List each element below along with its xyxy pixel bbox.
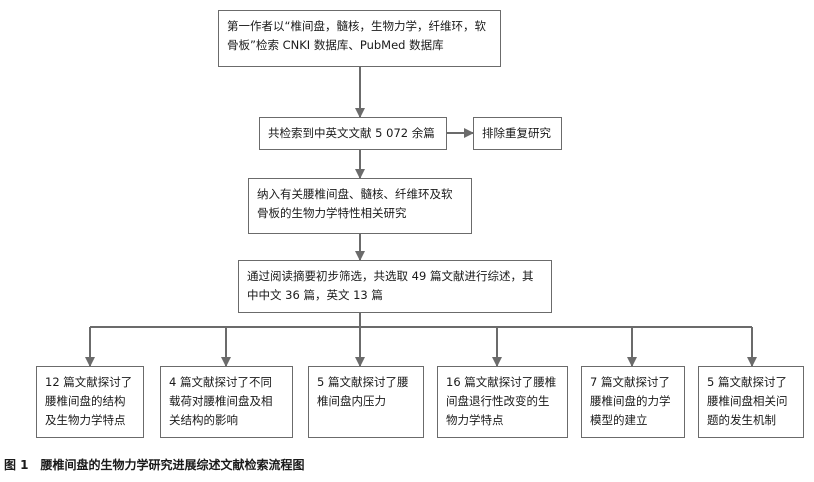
exclude-text: 排除重复研究 [482,126,551,140]
result-box-model: 7 篇文献探讨了 腰椎间盘的力学 模型的建立 [581,366,685,438]
result-text-2: 4 篇文献探讨了不同 载荷对腰椎间盘及相 关结构的影响 [169,375,273,427]
result-box-pressure: 5 篇文献探讨了腰 椎间盘内压力 [308,366,424,438]
step1-search-box: 第一作者以“椎间盘，髓核，生物力学，纤维环，软 骨板”检索 CNKI 数据库、P… [218,10,501,67]
figure-number: 图 1 [4,458,29,472]
step3-text: 纳入有关腰椎间盘、髓核、纤维环及软 骨板的生物力学特性相关研究 [257,187,453,220]
step2-text: 共检索到中英文文献 5 072 余篇 [268,126,435,140]
result-box-load: 4 篇文献探讨了不同 载荷对腰椎间盘及相 关结构的影响 [160,366,293,438]
figure-title: 腰椎间盘的生物力学研究进展综述文献检索流程图 [40,458,305,472]
result-text-6: 5 篇文献探讨了 腰椎间盘相关问 题的发生机制 [707,375,788,427]
step3-inclusion-box: 纳入有关腰椎间盘、髓核、纤维环及软 骨板的生物力学特性相关研究 [248,178,472,234]
figure-caption: 图 1 腰椎间盘的生物力学研究进展综述文献检索流程图 [4,456,305,473]
exclude-duplicates-box: 排除重复研究 [473,117,562,150]
result-box-structure: 12 篇文献探讨了 腰椎间盘的结构 及生物力学特点 [36,366,144,438]
result-text-3: 5 篇文献探讨了腰 椎间盘内压力 [317,375,409,408]
step1-text: 第一作者以“椎间盘，髓核，生物力学，纤维环，软 骨板”检索 CNKI 数据库、P… [227,19,486,52]
result-text-4: 16 篇文献探讨了腰椎 间盘退行性改变的生 物力学特点 [446,375,557,427]
result-box-mechanism: 5 篇文献探讨了 腰椎间盘相关问 题的发生机制 [698,366,804,438]
step4-screening-box: 通过阅读摘要初步筛选，共选取 49 篇文献进行综述，其 中中文 36 篇，英文 … [238,260,552,313]
step2-retrieved-box: 共检索到中英文文献 5 072 余篇 [259,117,447,150]
result-text-1: 12 篇文献探讨了 腰椎间盘的结构 及生物力学特点 [45,375,133,427]
result-box-degeneration: 16 篇文献探讨了腰椎 间盘退行性改变的生 物力学特点 [437,366,568,438]
result-text-5: 7 篇文献探讨了 腰椎间盘的力学 模型的建立 [590,375,671,427]
step4-text: 通过阅读摘要初步筛选，共选取 49 篇文献进行综述，其 中中文 36 篇，英文 … [247,269,534,302]
